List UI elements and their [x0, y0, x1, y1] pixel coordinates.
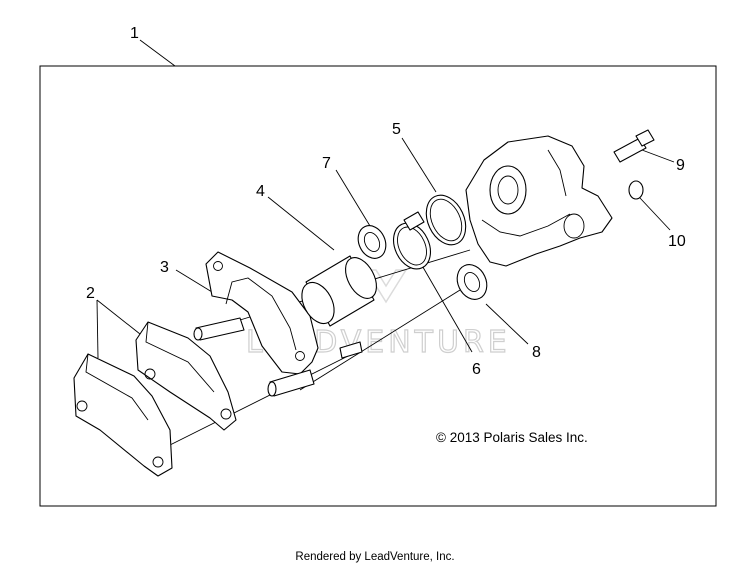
o-ring [393, 211, 431, 270]
square-ring [425, 194, 467, 246]
rendered-by-footer: Rendered by LeadVenture, Inc. [295, 551, 454, 563]
callout-6: 6 [472, 361, 481, 378]
diagram-frame [39, 65, 717, 507]
callout-5: 5 [392, 121, 401, 138]
callout-1: 1 [130, 25, 139, 42]
caliper-body [465, 135, 613, 267]
piston [301, 255, 377, 327]
brake-pads [73, 321, 237, 477]
callout-2: 2 [86, 285, 95, 302]
bleeder-screw [613, 129, 655, 163]
second-seal [456, 264, 488, 300]
piston-seal [357, 225, 387, 259]
leader-lines [96, 39, 675, 359]
callout-7: 7 [322, 155, 331, 172]
callout-8: 8 [532, 344, 541, 361]
callout-3: 3 [160, 259, 169, 276]
copyright-notice: © 2013 Polaris Sales Inc. [436, 430, 588, 445]
callout-4: 4 [256, 183, 265, 200]
callout-9: 9 [676, 157, 685, 174]
bleeder-cap [628, 180, 644, 200]
watermark-logo [364, 269, 408, 304]
callout-10: 10 [668, 233, 686, 250]
caliper-bracket [193, 251, 363, 397]
